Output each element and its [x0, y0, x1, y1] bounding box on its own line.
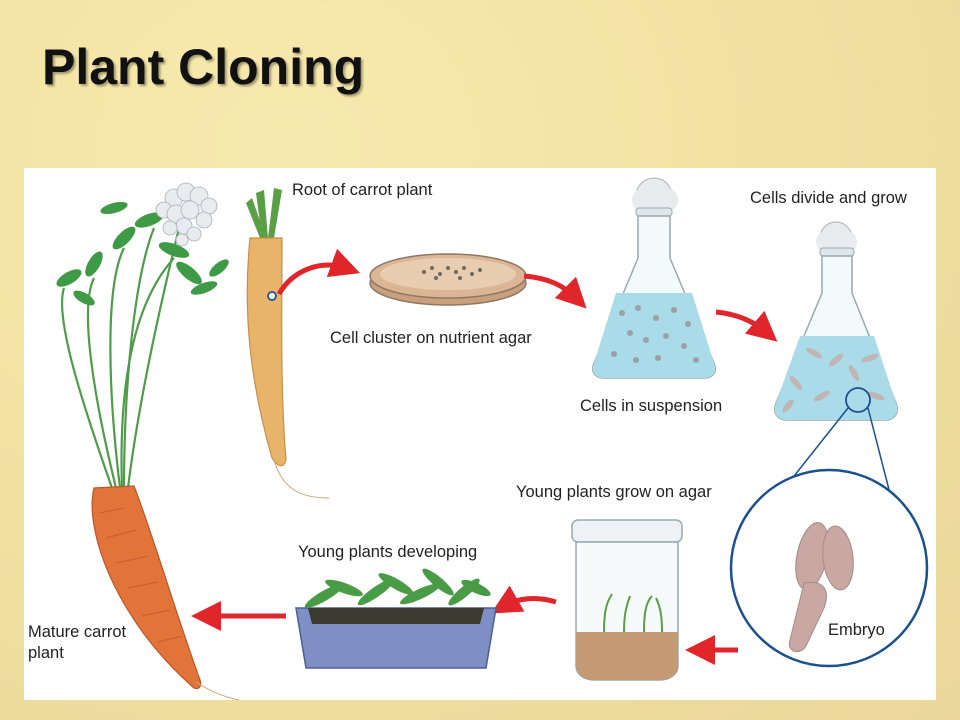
label-suspension: Cells in suspension — [580, 397, 723, 415]
label-cell-cluster: Cell cluster on nutrient agar — [330, 329, 532, 347]
label-young-agar: Young plants grow on agar — [516, 483, 712, 501]
arrow-dish-to-flask — [523, 273, 587, 309]
label-mature: Mature carrot plant — [28, 622, 126, 665]
agar-jar — [571, 519, 683, 681]
label-divide-grow: Cells divide and grow — [750, 189, 907, 207]
label-developing: Young plants developing — [298, 543, 478, 561]
petri-dish — [369, 253, 527, 306]
carrot-root — [246, 188, 330, 499]
arrow-suspension-to-growth — [715, 309, 778, 342]
flask-suspension — [592, 177, 716, 379]
seedling-tray — [295, 568, 497, 669]
embryo-zoom — [729, 407, 929, 668]
embryo — [788, 522, 854, 653]
label-mature-line1: Mature carrot — [28, 623, 127, 641]
arrow-root-to-dish — [276, 248, 361, 296]
label-embryo: Embryo — [828, 621, 885, 639]
label-mature-line2: plant — [28, 644, 64, 663]
label-root: Root of carrot plant — [292, 181, 433, 199]
slide-title: Plant Cloning — [42, 39, 365, 95]
mature-carrot-plant — [56, 182, 240, 700]
plant-cloning-diagram — [56, 177, 929, 700]
arrow-jar-to-tray — [490, 585, 557, 614]
diagram-panel: Root of carrot plant Cell cluster on nut… — [24, 168, 936, 700]
flask-growth — [774, 221, 898, 421]
